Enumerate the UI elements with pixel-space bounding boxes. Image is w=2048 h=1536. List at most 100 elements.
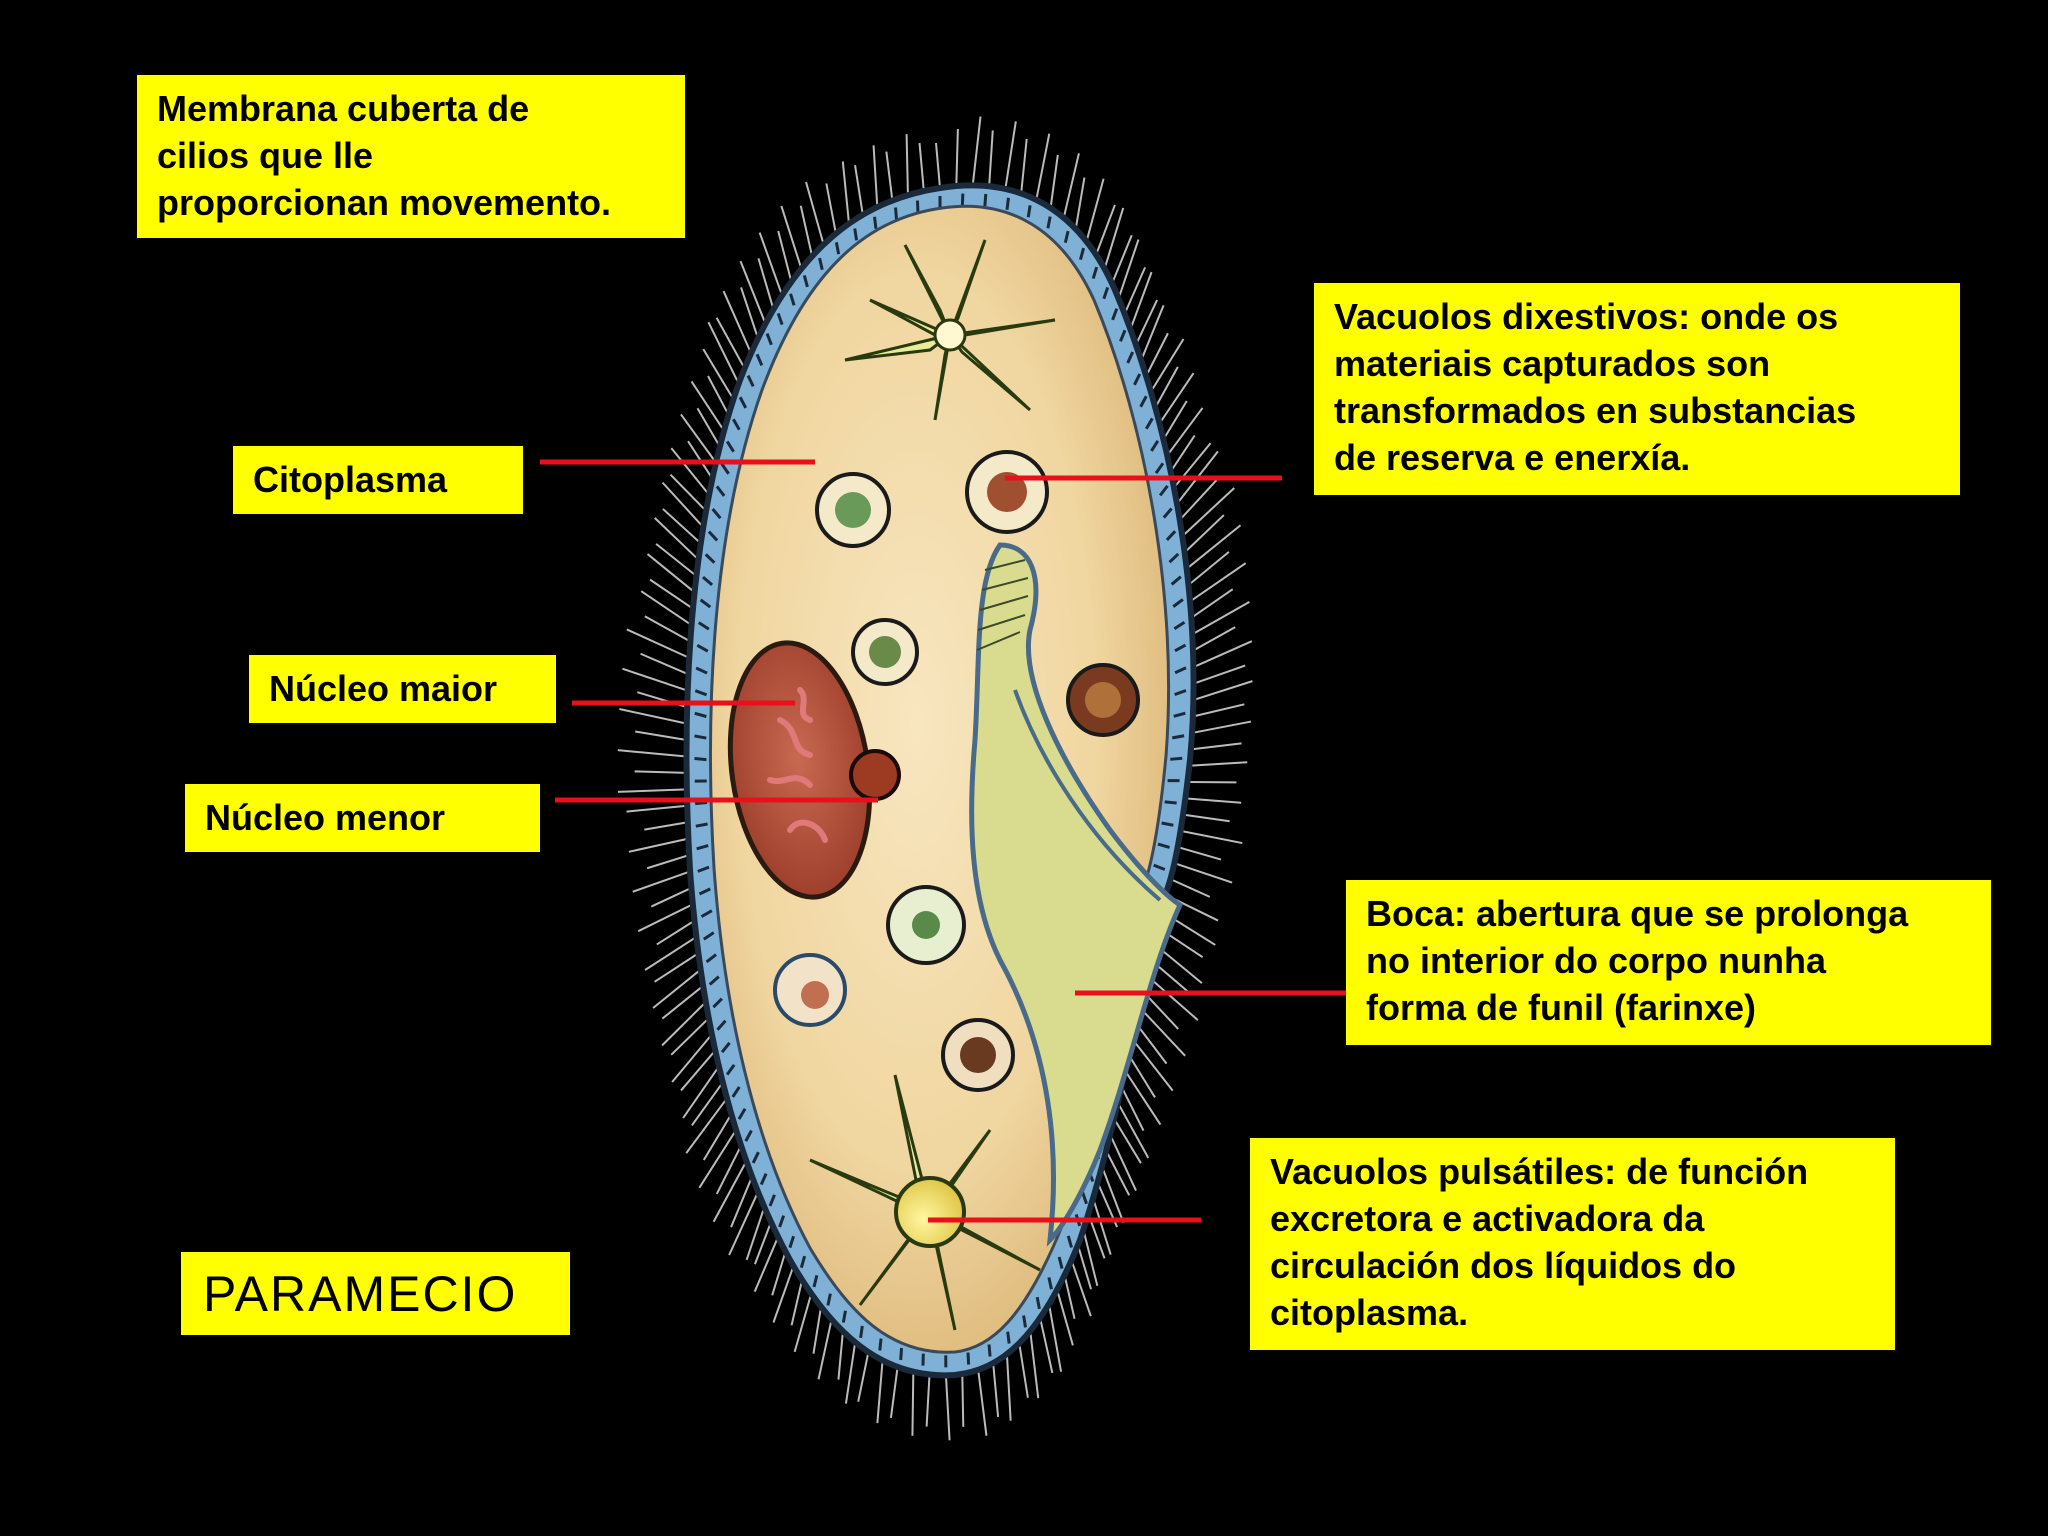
pellicle-tick	[1168, 552, 1180, 564]
cilium	[656, 919, 696, 946]
pellicle-tick	[699, 598, 712, 609]
pellicle-tick	[711, 508, 722, 520]
pellicle-tick	[695, 822, 708, 828]
cilium	[825, 183, 837, 234]
pellicle-tick	[1005, 197, 1010, 210]
pellicle-tick	[755, 353, 764, 366]
food-vacuoles	[773, 450, 1140, 1092]
cilium	[628, 837, 689, 853]
pellicle-tick	[731, 1086, 741, 1098]
cilium	[722, 290, 752, 354]
cilium	[669, 474, 707, 512]
pellicle-tick	[1078, 247, 1086, 261]
cilium	[617, 788, 687, 793]
label-citoplasma: Citoplasma	[233, 446, 523, 514]
cilium	[1181, 487, 1235, 537]
contractile-vacuole-anterior	[844, 239, 1056, 421]
cilium	[670, 447, 710, 496]
cilium	[1004, 121, 1017, 190]
cilium	[1070, 1259, 1092, 1317]
pellicle-tick	[744, 1129, 753, 1142]
cilium	[652, 968, 702, 1009]
cilium	[682, 1065, 720, 1119]
pellicle-tick	[1174, 689, 1187, 696]
pellicle-tick	[707, 530, 719, 542]
pharynx-inner-line	[1013, 689, 1162, 902]
cilium	[799, 205, 814, 257]
cilium	[702, 348, 735, 400]
cilium	[817, 1319, 833, 1380]
cilium	[918, 142, 925, 192]
pharynx-cilia-lines	[976, 559, 1029, 651]
pellicle-tick	[1174, 666, 1187, 675]
cilium	[1085, 178, 1105, 242]
pellicle-tick	[694, 734, 707, 740]
cilium	[988, 130, 994, 187]
pellicle-tick	[1081, 1191, 1088, 1205]
pellicle-tick	[1170, 575, 1182, 586]
cilium	[885, 151, 894, 201]
pellicle-tick	[716, 1019, 727, 1031]
cilium	[1189, 562, 1247, 603]
cilium	[790, 1279, 804, 1326]
diagram-title: PARAMECIO	[181, 1252, 570, 1335]
pellicle-tick	[694, 711, 707, 718]
cilium	[654, 952, 699, 983]
cilium	[944, 1375, 951, 1441]
cilium	[753, 1236, 779, 1293]
label-membrana: Membrana cuberta de cilios que lle propo…	[137, 75, 685, 238]
pellicle-tick	[1158, 484, 1169, 497]
cilium	[680, 413, 717, 464]
cilium	[646, 854, 690, 870]
cilium	[715, 317, 746, 369]
cilium	[757, 258, 775, 310]
contractile-vacuole-posterior	[809, 1074, 1041, 1331]
cilium	[1169, 434, 1196, 473]
pellicle-tick	[759, 1172, 768, 1186]
pellicle-tick	[1066, 1235, 1073, 1248]
cilium	[644, 936, 697, 971]
pellicle-tick	[702, 575, 714, 587]
cilium	[634, 770, 687, 774]
cilium	[707, 375, 730, 416]
cilium	[793, 1293, 813, 1353]
pellicle-tick	[1154, 462, 1165, 474]
cilium	[1049, 154, 1059, 209]
cilium	[1137, 1005, 1186, 1057]
cilium	[1111, 234, 1133, 284]
pellicle-tick	[708, 975, 720, 986]
cilium	[977, 1369, 988, 1436]
cilium	[1190, 742, 1242, 751]
pellicle-tick	[1091, 266, 1099, 279]
leader-lines	[540, 459, 1346, 1223]
cilium	[661, 481, 705, 528]
pellicle-tick	[696, 844, 709, 851]
cilium	[1063, 1274, 1076, 1320]
cilium	[1189, 761, 1248, 767]
cilium	[1076, 1244, 1092, 1290]
cilium	[771, 1251, 787, 1296]
pellicle-tick	[1172, 598, 1184, 608]
cilium	[728, 1191, 759, 1256]
cilium	[1035, 133, 1051, 200]
cilium	[745, 1206, 766, 1261]
cilium	[671, 1033, 713, 1083]
cilium	[1029, 1330, 1040, 1399]
cilium	[637, 903, 694, 933]
cilium	[1180, 829, 1243, 845]
cilium	[1177, 846, 1222, 861]
pellicle-tick	[789, 293, 796, 306]
cilium	[1082, 1229, 1099, 1287]
pellicle-tick	[1057, 1256, 1064, 1269]
pellicle-tick	[826, 1293, 832, 1306]
cilium	[1062, 153, 1080, 219]
pellicle-tick	[698, 887, 711, 896]
pellicle-tick	[700, 909, 713, 918]
cilium	[698, 1129, 737, 1189]
cilium	[1192, 640, 1253, 669]
food-vacuole	[1066, 663, 1140, 737]
pellicle-tick	[1172, 734, 1185, 740]
cilium	[680, 1049, 717, 1092]
pellicle-tick	[694, 689, 708, 697]
